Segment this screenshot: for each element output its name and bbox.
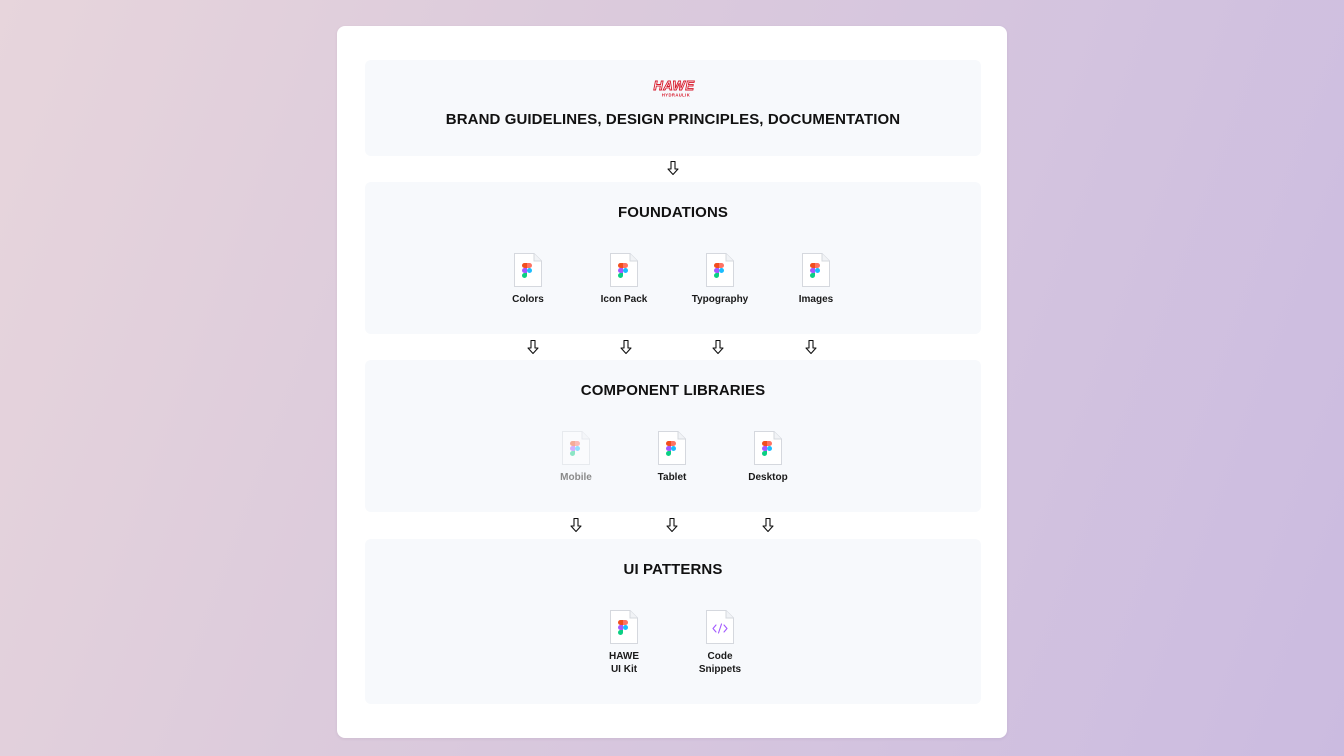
arrow-down-icon (526, 339, 540, 355)
flow-diagram-card: HAWE HYDRAULIK BRAND GUIDELINES, DESIGN … (337, 26, 1007, 738)
arrow-down-icon (569, 517, 583, 533)
hawe-logo: HAWE HYDRAULIK (653, 78, 695, 98)
arrow-down-icon (761, 517, 775, 533)
file-colors[interactable]: Colors (488, 252, 568, 306)
figma-file-icon (753, 430, 783, 466)
brand-panel: HAWE HYDRAULIK BRAND GUIDELINES, DESIGN … (365, 60, 981, 156)
file-label-line: Snippets (698, 664, 742, 675)
file-desktop[interactable]: Desktop (728, 430, 808, 484)
arrow-down-icon (711, 339, 725, 355)
file-label: Tablet (657, 472, 687, 483)
svg-text:HYDRAULIK: HYDRAULIK (662, 93, 690, 98)
file-label-line: HAWE (609, 651, 639, 662)
file-images[interactable]: Images (776, 252, 856, 306)
file-label: Mobile (560, 472, 592, 483)
figma-file-icon (801, 252, 831, 288)
ui-patterns-panel: UI PATTERNS HAWE UI Kit Code Snippets (365, 539, 981, 704)
file-label: Desktop (748, 472, 788, 483)
file-hawe-ui-kit[interactable]: HAWE UI Kit (584, 609, 664, 676)
file-label: Icon Pack (600, 294, 648, 305)
figma-file-icon (561, 430, 591, 466)
brand-title: BRAND GUIDELINES, DESIGN PRINCIPLES, DOC… (445, 111, 901, 128)
figma-file-icon (657, 430, 687, 466)
file-typography[interactable]: Typography (680, 252, 760, 306)
foundations-panel: FOUNDATIONS Colors Icon Pack Typography … (365, 182, 981, 334)
file-code-snippets[interactable]: Code Snippets (680, 609, 760, 676)
file-tablet[interactable]: Tablet (632, 430, 712, 484)
foundations-title: FOUNDATIONS (618, 204, 728, 221)
figma-file-icon (705, 252, 735, 288)
file-label-line: UI Kit (610, 664, 638, 675)
arrow-down-icon (619, 339, 633, 355)
file-label: Colors (512, 294, 544, 305)
arrow-down-icon (666, 160, 680, 176)
file-icon-pack[interactable]: Icon Pack (584, 252, 664, 306)
figma-file-icon (513, 252, 543, 288)
file-label-line: Code (707, 651, 733, 662)
file-label: Code Snippets (680, 650, 760, 676)
arrow-down-icon (665, 517, 679, 533)
component-libraries-panel: COMPONENT LIBRARIES Mobile Tablet Deskto… (365, 360, 981, 512)
code-file-icon (705, 609, 735, 645)
arrow-down-icon (804, 339, 818, 355)
figma-file-icon (609, 609, 639, 645)
file-label: HAWE UI Kit (584, 650, 664, 676)
file-label: Typography (691, 294, 749, 305)
file-mobile[interactable]: Mobile (536, 430, 616, 484)
figma-file-icon (609, 252, 639, 288)
component-libraries-title: COMPONENT LIBRARIES (580, 382, 766, 399)
file-label: Images (798, 294, 834, 305)
ui-patterns-title: UI PATTERNS (623, 561, 723, 578)
svg-text:HAWE: HAWE (654, 78, 695, 93)
